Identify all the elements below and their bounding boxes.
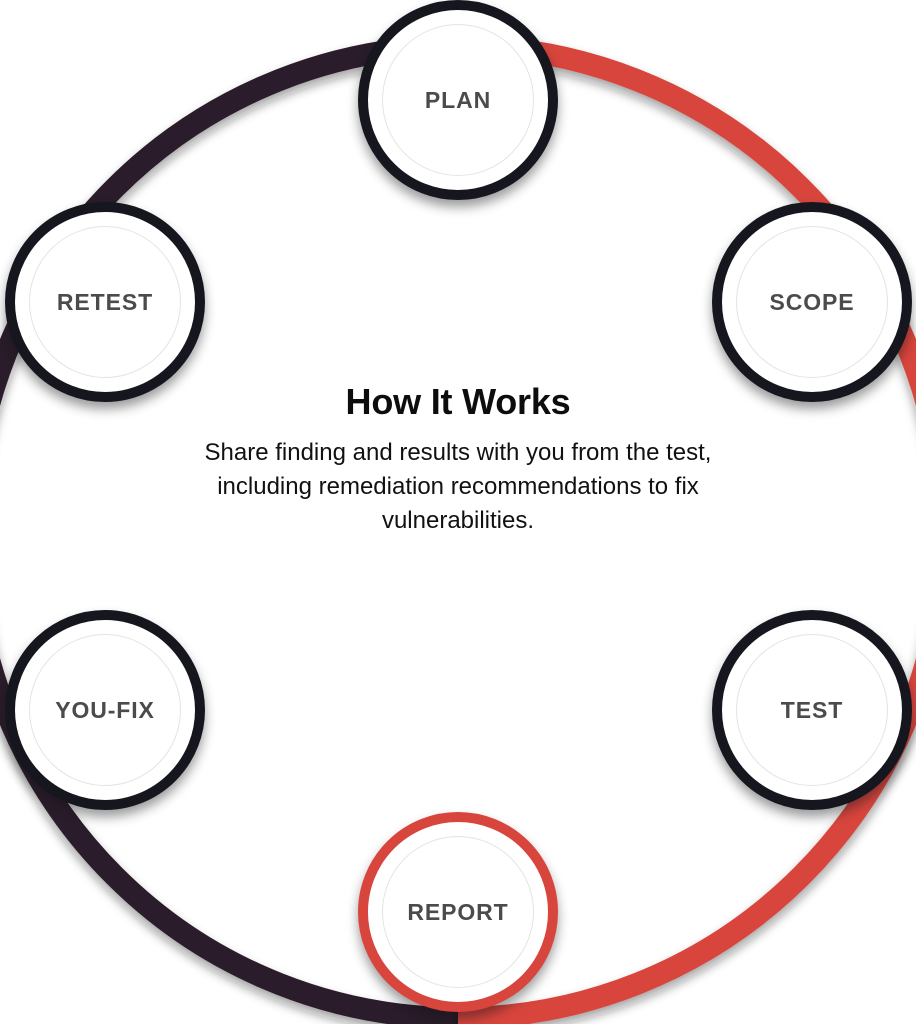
step-node-report[interactable]: REPORT [358,812,558,1012]
step-node-scope[interactable]: SCOPE [712,202,912,402]
step-node-test[interactable]: TEST [712,610,912,810]
step-label-you-fix: YOU-FIX [55,696,155,723]
step-node-retest[interactable]: RETEST [5,202,205,402]
arc-dark-segment [0,35,459,1024]
step-label-scope: SCOPE [769,288,855,315]
arc-red-segment [457,35,916,1024]
step-label-plan: PLAN [424,86,492,113]
step-label-test: TEST [780,696,844,723]
step-node-plan[interactable]: PLAN [358,0,558,200]
step-label-retest: RETEST [56,288,154,315]
step-label-report: REPORT [407,898,509,925]
step-node-you-fix[interactable]: YOU-FIX [5,610,205,810]
